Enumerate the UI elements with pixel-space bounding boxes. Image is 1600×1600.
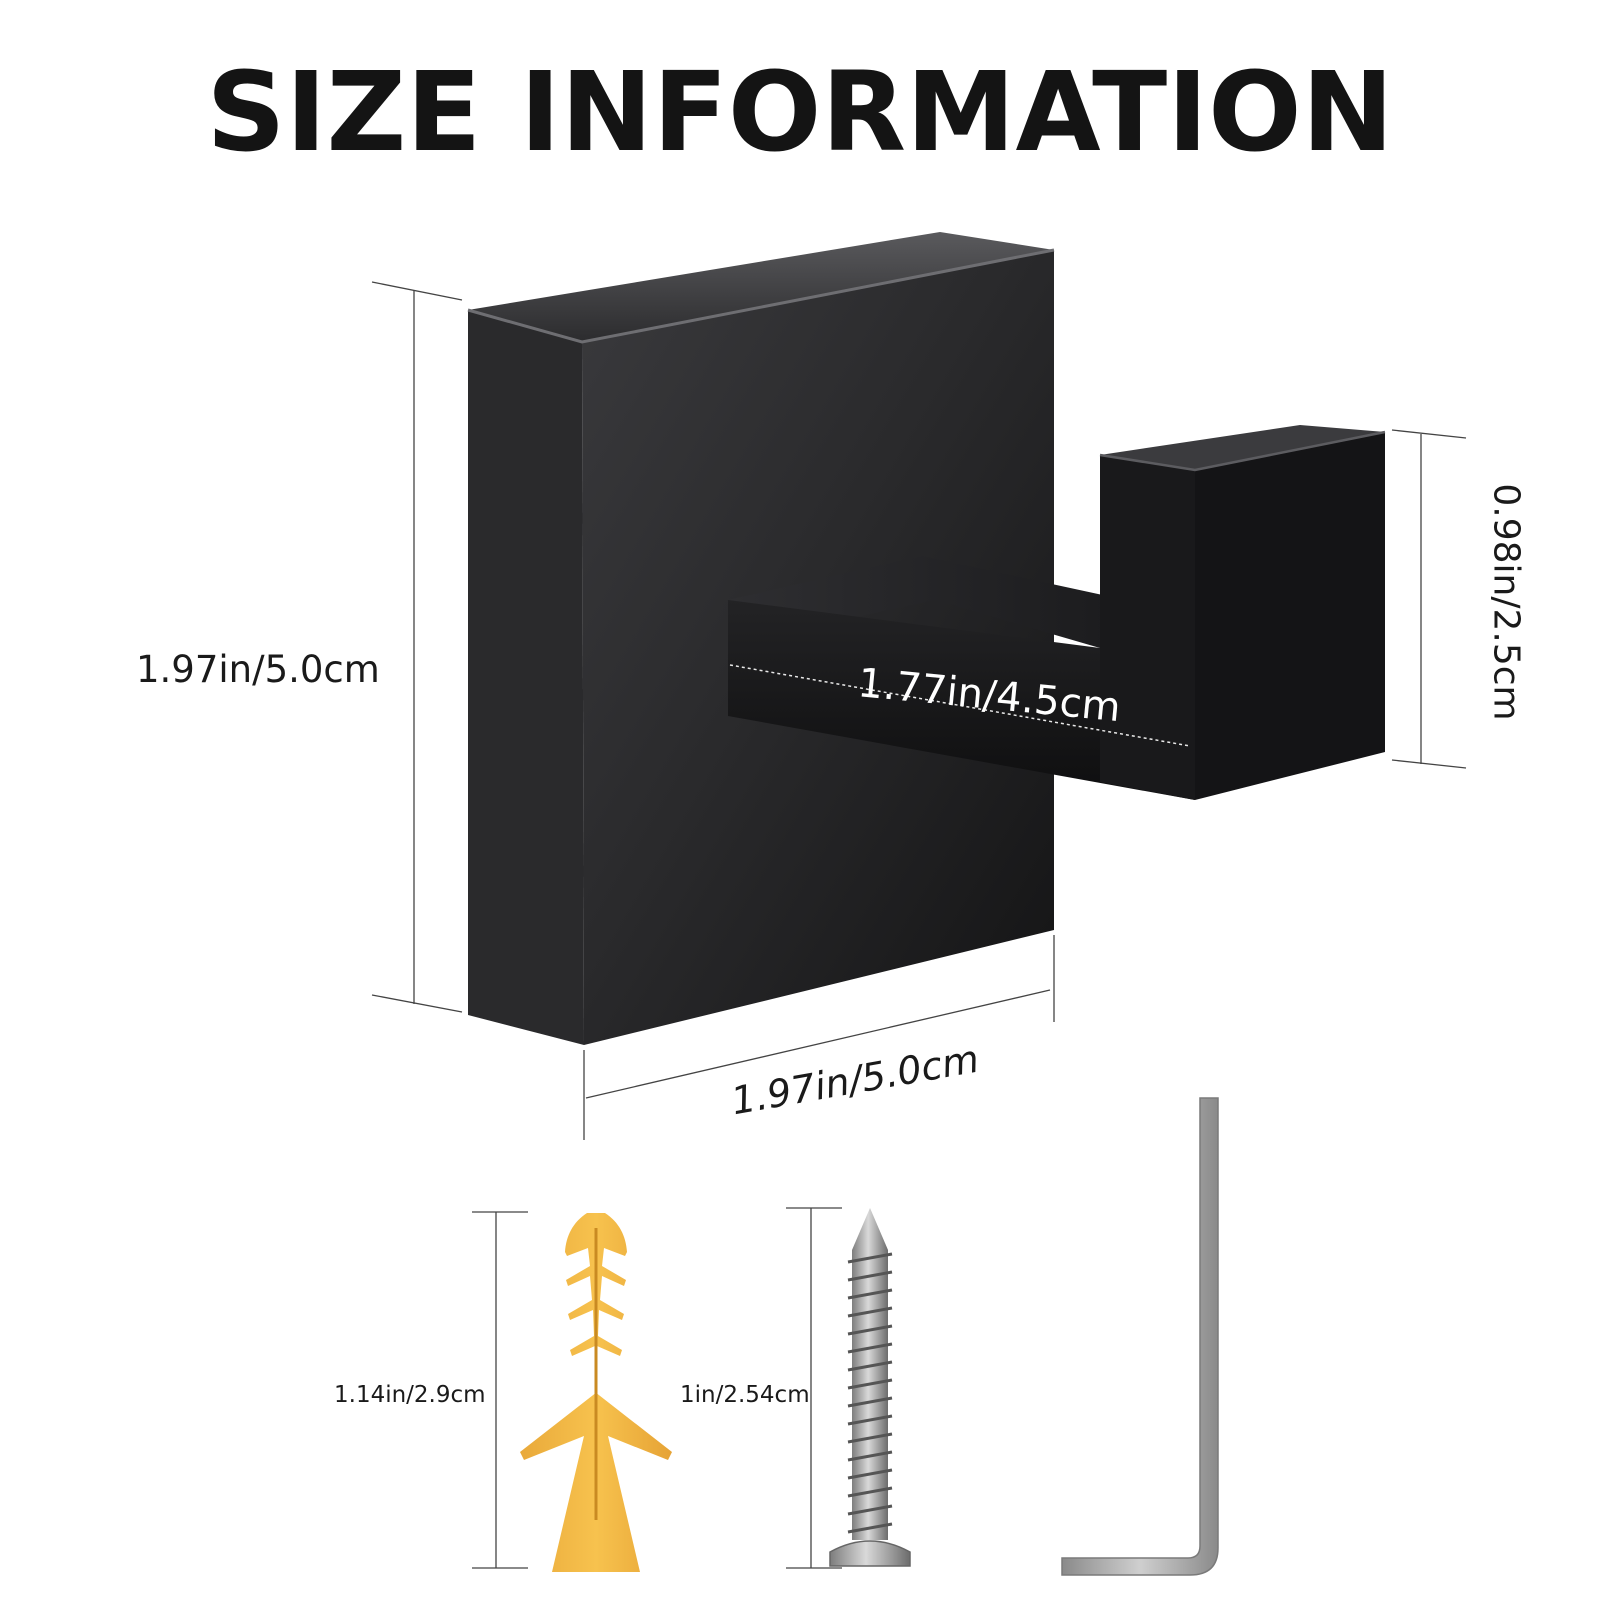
- anchor-length-label: 1.14in/2.9cm: [334, 1382, 486, 1408]
- wall-hook-icon: [467, 232, 1386, 1045]
- hook-height-label: 0.98in/2.5cm: [1485, 483, 1527, 721]
- plate-top: [468, 232, 1054, 342]
- wall-anchor-icon: [520, 1213, 672, 1572]
- hook-side: [1195, 432, 1385, 800]
- plate-height-label: 1.97in/5.0cm: [136, 648, 380, 691]
- screw-length-label: 1in/2.54cm: [680, 1382, 810, 1408]
- page-title: SIZE INFORMATION: [206, 48, 1394, 176]
- plate-side: [468, 310, 584, 1045]
- allen-key-icon: [1061, 1097, 1219, 1576]
- screw-icon: [829, 1208, 911, 1567]
- dimension-lines: [371, 281, 1467, 1569]
- hook-upright-front: [1100, 455, 1195, 800]
- hook-top: [1100, 425, 1385, 470]
- arm-top: [728, 556, 1135, 648]
- arm-front: [728, 600, 1195, 800]
